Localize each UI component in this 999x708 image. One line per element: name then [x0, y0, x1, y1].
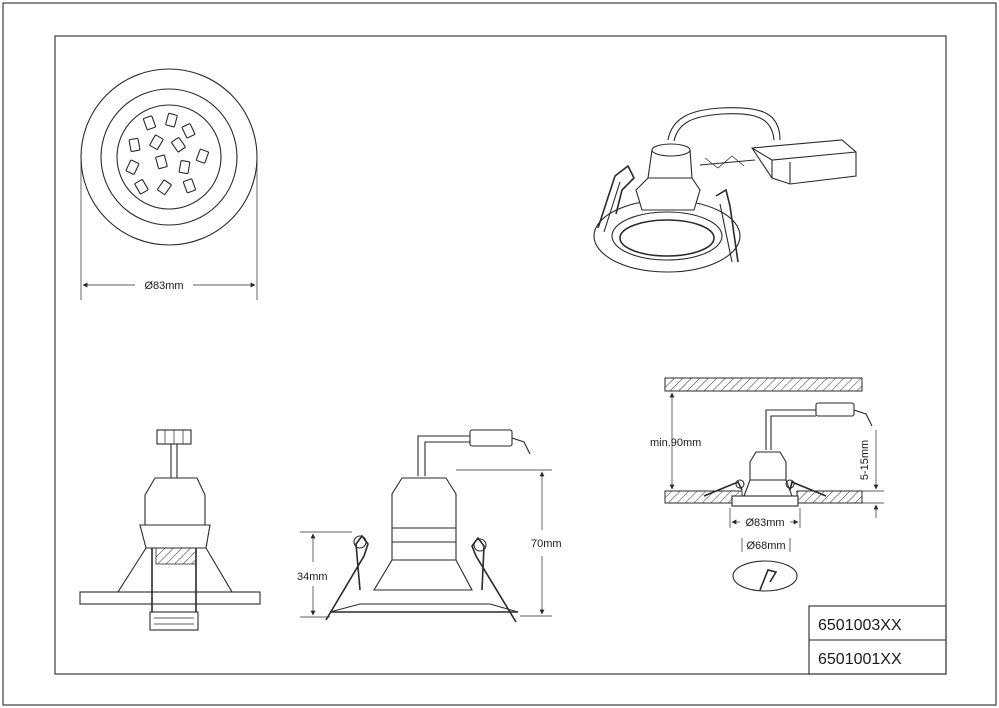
- dim-ceiling-thickness: 5-15mm: [859, 440, 871, 480]
- dim-diameter-outer: Ø83mm: [745, 517, 784, 529]
- product-code-table: [808, 605, 947, 675]
- product-code-1: 6501003XX: [818, 617, 902, 634]
- perspective-view-drawing: [593, 107, 857, 273]
- side-view-drawing: [79, 429, 261, 631]
- installation-view-drawing: [664, 377, 884, 592]
- dim-min-depth: min.90mm: [650, 437, 701, 449]
- front-view-drawing: [300, 429, 552, 623]
- dim-diameter-cutout: Ø68mm: [746, 540, 785, 552]
- top-view-drawing: [80, 68, 258, 300]
- dim-height-total: 70mm: [531, 538, 562, 550]
- dim-height-ring: 34mm: [297, 571, 328, 583]
- dim-diameter-top: Ø83mm: [144, 280, 183, 292]
- product-code-2: 6501001XX: [818, 651, 902, 668]
- inner-frame: [54, 35, 947, 675]
